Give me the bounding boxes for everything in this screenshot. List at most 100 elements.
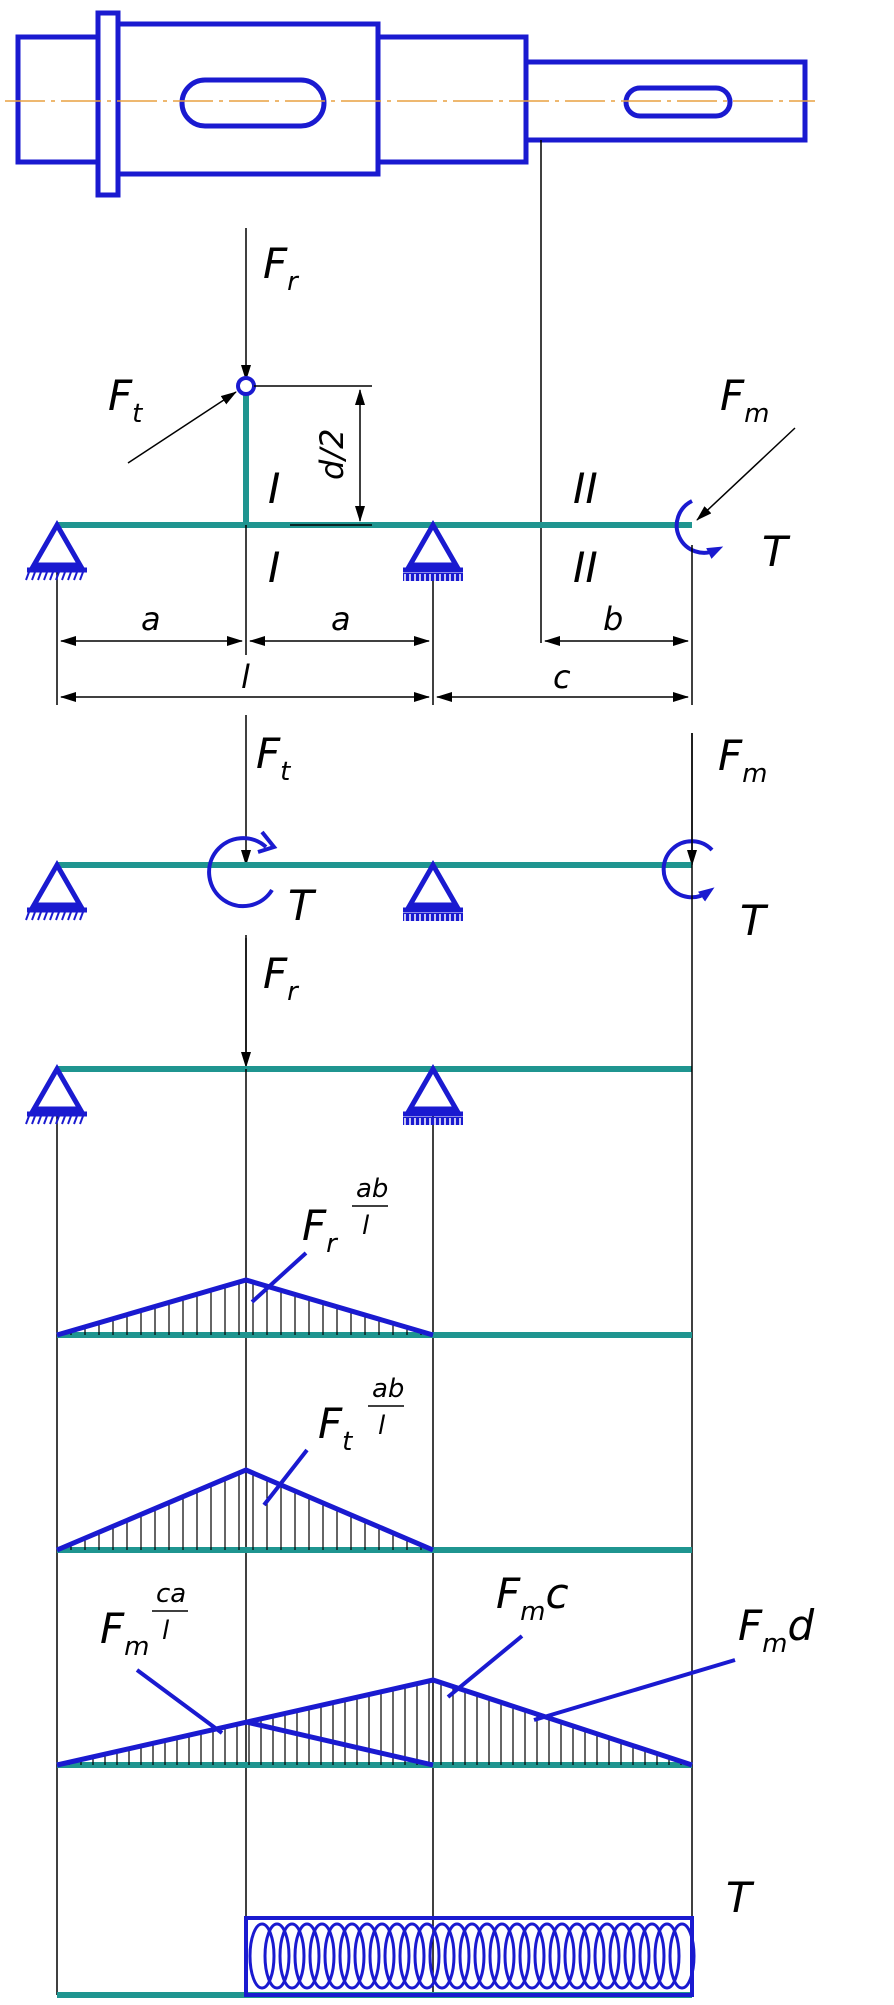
label-m1-den: l [362,1211,370,1241]
label-section-I-bottom: I [268,543,280,592]
label-ft-main: Ft [108,371,143,429]
support-left-vertical-hatch [79,1115,84,1125]
torque-coil [503,1922,531,1990]
torque-curl-spatial [674,499,724,559]
label-section-I-top: I [268,464,280,513]
torque-coil [383,1922,411,1990]
torque-coil [263,1922,291,1990]
torque-coil [548,1922,576,1990]
shaft-main-section [115,21,381,177]
torque-coil [308,1922,336,1990]
support-right-horizontal [403,859,463,921]
support-left-vertical-hatch [67,1115,72,1125]
label-torque-main: T [762,527,791,576]
label-dim-b: b [603,600,623,638]
reference-lines [56,733,693,1995]
leader-m2 [262,1448,309,1507]
label-m2-den: l [378,1411,386,1441]
support-right-vertical [403,1063,463,1125]
label-fr-v: Fr [263,949,300,1007]
support-left-spatial-hatch [49,571,54,581]
torque-curl-end [661,839,715,902]
torque-coil [563,1922,591,1990]
label-d-half: d/2 [313,429,351,480]
keyway-main [179,77,327,129]
torque-coil [413,1922,441,1990]
shaft-drawing [15,10,808,198]
torque-coil [518,1922,546,1990]
support-left-horizontal-hatch [49,911,54,921]
leader-m1 [250,1251,308,1304]
torque-coil [278,1922,306,1990]
torque-coil [248,1922,276,1990]
leader-m3a [135,1668,224,1735]
label-torque-h2: T [740,896,769,945]
support-left-horizontal-hatch [43,911,48,921]
support-right-horizontal-triangle [405,859,461,908]
label-dim-c: c [553,658,571,696]
torque-coil [368,1922,396,1990]
label-m3a-num: ca [156,1579,186,1609]
fm-arrow-spatial [696,427,796,521]
label-fm-h: Fm [718,731,768,789]
torque-coil [443,1922,471,1990]
ft-arrow [127,391,237,464]
label-m2-num: ab [372,1374,404,1404]
support-left-vertical-hatch [61,1115,66,1125]
support-left-horizontal-hatch [37,911,42,921]
label-fm-main: Fm [720,371,770,429]
outline-moment-3-inner [245,1719,434,1768]
shaft-bearing-seat [375,34,529,165]
support-left-spatial-hatch [37,571,42,581]
shaft-left-journal [15,34,101,165]
support-left-vertical-hatch [55,1115,60,1125]
support-left-horizontal-hatch [79,911,84,921]
label-dim-a2: a [331,600,351,638]
torque-coil [323,1922,351,1990]
support-left-vertical-hatch [37,1115,42,1125]
label-m3b: Fmc [496,1569,569,1627]
support-left-vertical-hatch [73,1115,78,1125]
torque-coil [353,1922,381,1990]
support-left-vertical-triangle [29,1063,85,1112]
labels: Fr Ft Fm T d/2 I I II II a a b l c Ft Fm… [100,239,815,1922]
torque-coil [653,1922,681,1990]
support-left-horizontal-hatch [61,911,66,921]
torque-hatch-coils [248,1922,696,1990]
torque-diagram [57,1916,696,1998]
torque-coil [623,1922,651,1990]
support-left-spatial [25,519,87,581]
support-left-spatial-hatch [43,571,48,581]
support-left-horizontal-triangle [29,859,85,908]
label-m2: Ft [318,1399,353,1457]
label-torque-h1: T [288,881,317,930]
torque-curl-gear-head [257,830,278,854]
torque-coil [668,1922,696,1990]
torque-coil [533,1922,561,1990]
support-left-vertical-hatch [31,1115,36,1125]
label-dim-a1: a [141,600,161,638]
support-left-horizontal-hatch [67,911,72,921]
label-fr-main: Fr [263,239,300,297]
spatial-scheme [56,228,796,705]
torque-coil [398,1922,426,1990]
support-left-horizontal-hatch [73,911,78,921]
label-ft-h: Ft [256,729,291,787]
keyway-output [623,85,733,119]
support-left-vertical-hatch [43,1115,48,1125]
support-right-spatial-triangle [405,519,461,568]
support-left-spatial-hatch [73,571,78,581]
support-right-spatial-base-block [403,573,463,581]
label-m1: Fr [302,1201,339,1259]
vertical-scheme [57,938,692,1072]
gear-contact-point [236,376,256,396]
torque-coil [638,1922,666,1990]
torque-coil [428,1922,456,1990]
annotation-leaders [135,1251,736,1735]
support-left-spatial-hatch [61,571,66,581]
torque-coil [293,1922,321,1990]
label-m3a-den: l [162,1616,170,1646]
label-section-II-top: II [573,464,598,513]
